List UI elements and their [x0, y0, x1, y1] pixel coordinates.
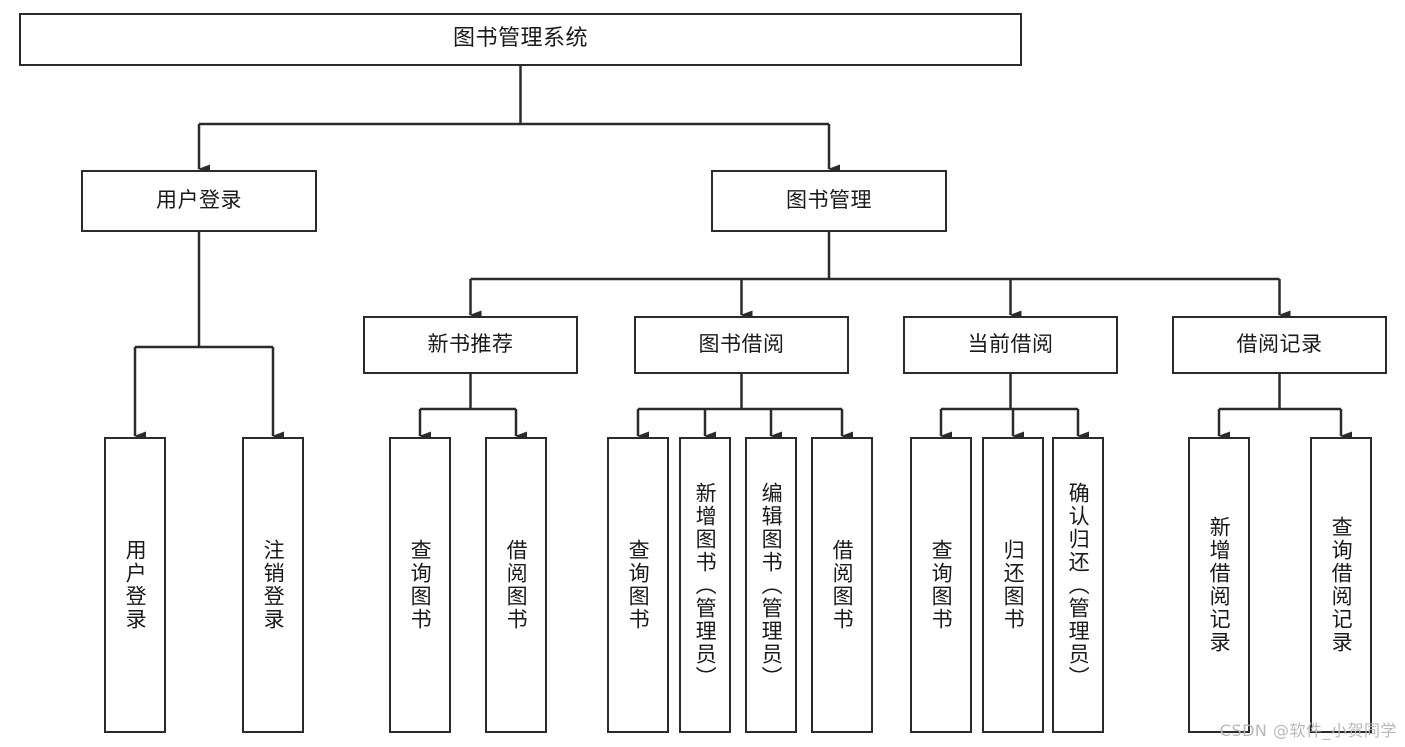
- leaf-add-book-admin[interactable]: 新增图书（管理员）: [679, 437, 731, 733]
- connector-bus: [470, 232, 1280, 281]
- leaf-add-borrow-record[interactable]: 新增借阅记录: [1188, 437, 1250, 733]
- connector-bus: [1219, 374, 1341, 411]
- leaf-borrow-book[interactable]: 借阅图书: [811, 437, 873, 733]
- connector-bus: [420, 374, 516, 411]
- node-label: 编辑图书（管理员）: [759, 481, 784, 689]
- node-label: 图书借阅: [698, 332, 785, 357]
- connector-bus: [941, 374, 1078, 411]
- node-label: 借阅记录: [1236, 332, 1323, 357]
- node-label: 注销登录: [261, 539, 286, 631]
- node-label: 当前借阅: [967, 332, 1054, 357]
- node-label: 图书管理: [786, 188, 872, 213]
- connector-bus: [135, 232, 273, 349]
- leaf-borrow-book-recommend[interactable]: 借阅图书: [485, 437, 547, 733]
- node-label: 查询图书: [408, 539, 433, 631]
- node-label: 新增借阅记录: [1207, 516, 1232, 654]
- node-label: 新书推荐: [427, 332, 514, 357]
- node-label: 借阅图书: [830, 539, 855, 631]
- leaf-edit-book-admin[interactable]: 编辑图书（管理员）: [745, 437, 797, 733]
- leaf-query-book-recommend[interactable]: 查询图书: [389, 437, 451, 733]
- node-root[interactable]: 图书管理系统: [19, 13, 1022, 66]
- node-label: 用户登录: [156, 188, 242, 213]
- node-label: 新增图书（管理员）: [693, 481, 718, 689]
- node-book-management[interactable]: 图书管理: [711, 170, 947, 232]
- leaf-logout[interactable]: 注销登录: [242, 437, 304, 733]
- node-label: 图书管理系统: [452, 26, 588, 52]
- node-label: 查询借阅记录: [1329, 516, 1354, 654]
- leaf-query-book-borrow[interactable]: 查询图书: [607, 437, 669, 733]
- leaf-confirm-return-admin[interactable]: 确认归还（管理员）: [1052, 437, 1104, 733]
- connector-bus: [638, 374, 842, 411]
- node-current-borrow[interactable]: 当前借阅: [903, 316, 1118, 374]
- node-borrow-record[interactable]: 借阅记录: [1172, 316, 1387, 374]
- node-new-book-recommend[interactable]: 新书推荐: [363, 316, 578, 374]
- connector-bus: [199, 66, 829, 126]
- node-label: 用户登录: [123, 539, 148, 631]
- node-book-borrow[interactable]: 图书借阅: [634, 316, 849, 374]
- leaf-query-borrow-record[interactable]: 查询借阅记录: [1310, 437, 1372, 733]
- node-label: 归还图书: [1001, 539, 1026, 631]
- leaf-user-login[interactable]: 用户登录: [104, 437, 166, 733]
- node-user-login[interactable]: 用户登录: [81, 170, 317, 232]
- leaf-query-book-current[interactable]: 查询图书: [910, 437, 972, 733]
- leaf-return-book[interactable]: 归还图书: [982, 437, 1044, 733]
- node-label: 查询图书: [929, 539, 954, 631]
- node-label: 借阅图书: [504, 539, 529, 631]
- node-label: 确认归还（管理员）: [1066, 481, 1091, 689]
- node-label: 查询图书: [626, 539, 651, 631]
